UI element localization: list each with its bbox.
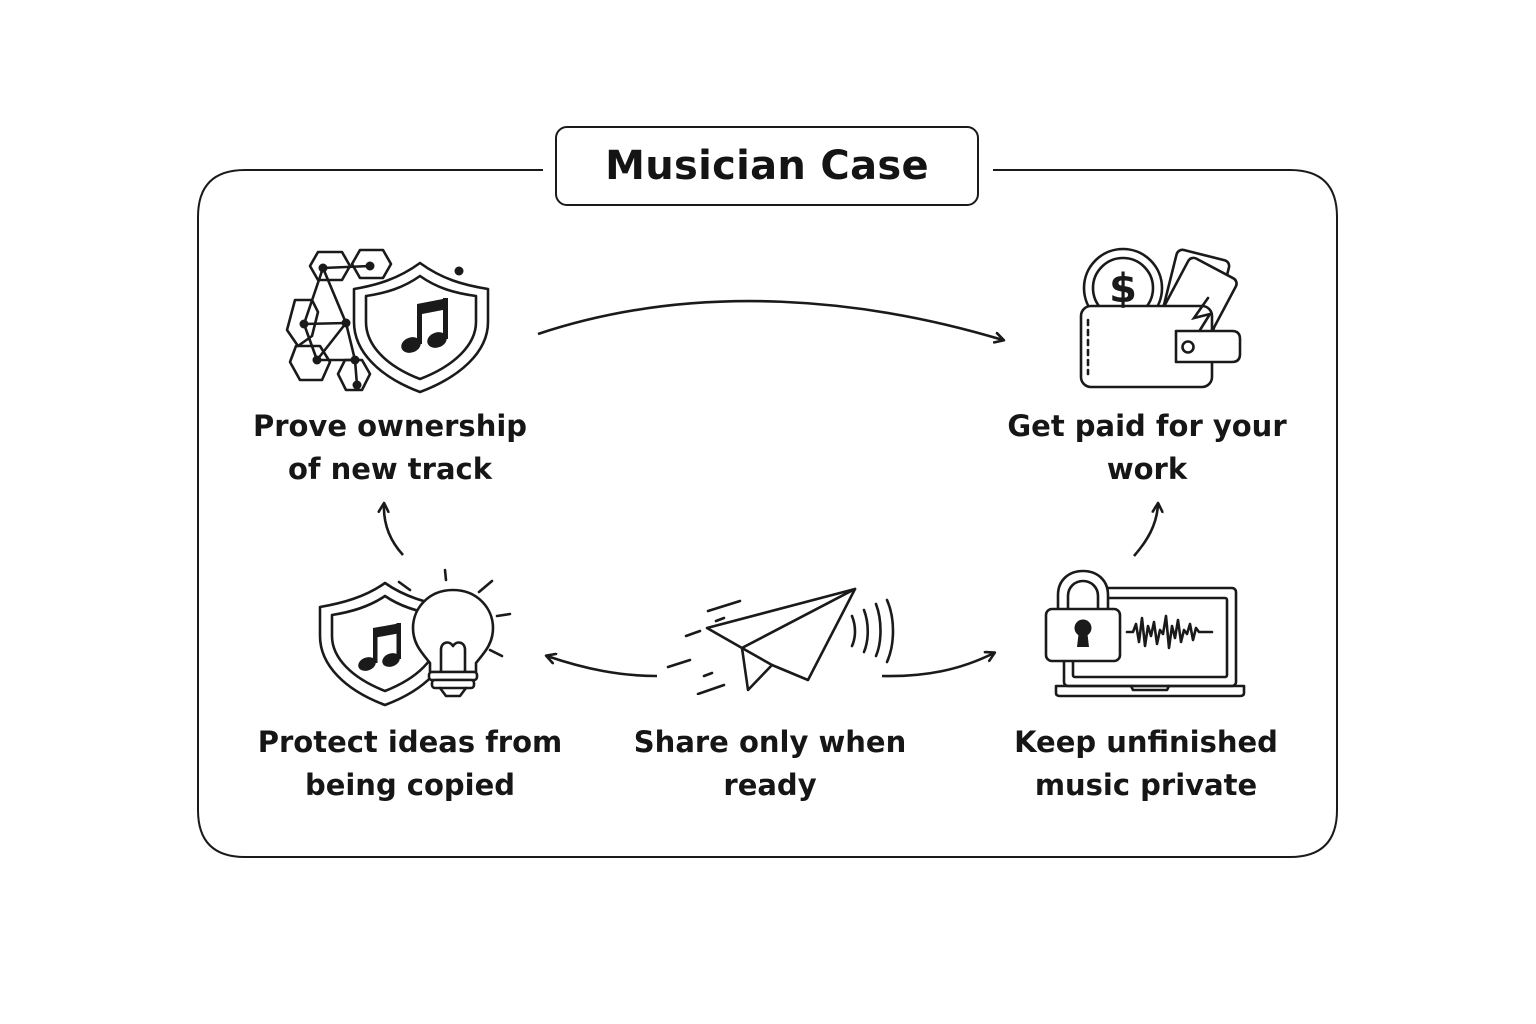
step-prove-ownership-line1: Prove ownership <box>252 409 528 443</box>
svg-text:$: $ <box>1109 266 1137 312</box>
step-get-paid-label: Get paid for your work <box>977 405 1317 491</box>
shield-music-network-icon <box>285 248 490 394</box>
step-share-when-ready-label: Share only when ready <box>610 721 930 807</box>
arrow-share-to-private <box>881 653 994 678</box>
frame-border <box>197 169 1338 858</box>
step-share-when-ready-line2: ready <box>723 768 817 802</box>
step-get-paid-line1: Get paid for your <box>1007 409 1287 443</box>
step-protect-ideas-line1: Protect ideas from <box>257 725 563 759</box>
step-protect-ideas-line2: being copied <box>304 768 516 802</box>
arrow-protect-to-ownership <box>384 504 404 556</box>
step-get-paid-line2: work <box>1106 452 1188 486</box>
step-prove-ownership-label: Prove ownership of new track <box>220 405 560 491</box>
step-share-when-ready-line1: Share only when <box>633 725 907 759</box>
step-prove-ownership-line2: of new track <box>287 452 493 486</box>
shield-lightbulb-icon <box>318 568 512 707</box>
step-keep-private-line2: music private <box>1034 768 1258 802</box>
step-protect-ideas-label: Protect ideas from being copied <box>230 721 590 807</box>
step-keep-private-label: Keep unfinished music private <box>976 721 1316 807</box>
paper-plane-icon <box>666 587 895 695</box>
arrow-share-to-protect <box>547 656 658 678</box>
laptop-lock-icon <box>1044 569 1246 698</box>
wallet-money-icon: $ <box>1079 247 1242 389</box>
title-box: Musician Case <box>555 126 979 206</box>
step-keep-private-line1: Keep unfinished <box>1014 725 1278 759</box>
arrow-private-to-paid <box>1133 504 1158 557</box>
arrow-ownership-to-paid <box>537 299 1003 340</box>
diagram-title: Musician Case <box>605 143 929 189</box>
